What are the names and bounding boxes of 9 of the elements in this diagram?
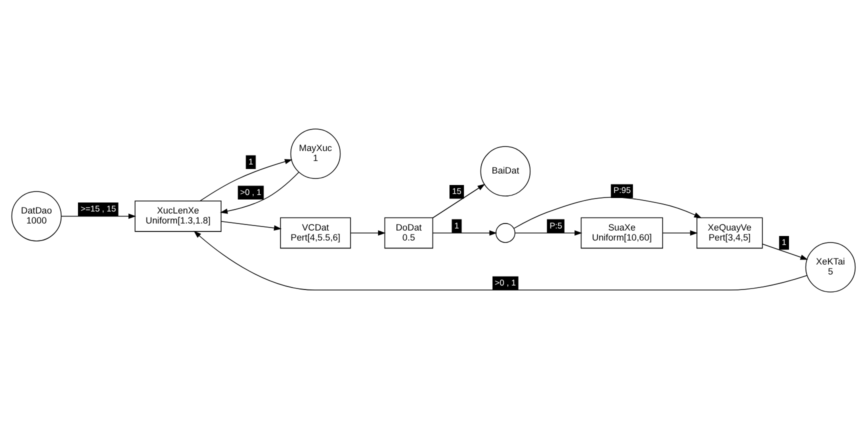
edge-label: >0 , 1 — [494, 277, 516, 288]
edge-label: 15 — [452, 186, 462, 196]
edge-label: P:95 — [614, 185, 631, 196]
edge-label: 1 — [454, 220, 460, 230]
edge-label: P:5 — [550, 220, 562, 230]
edge-label: 1 — [782, 236, 786, 247]
edge-label: >=15 , 15 — [80, 203, 116, 214]
edge-label: 1 — [248, 156, 254, 166]
edge-label: >0 , 1 — [240, 186, 262, 197]
